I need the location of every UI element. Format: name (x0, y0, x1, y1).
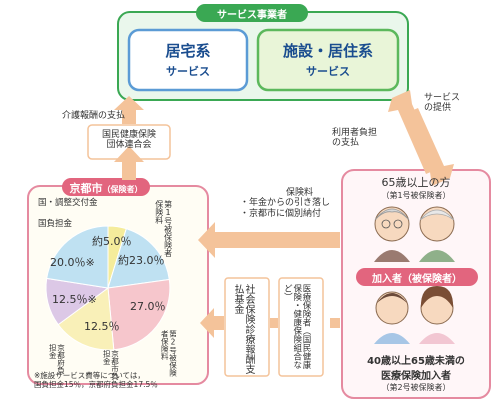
pie-label-national: 国負担金 (38, 219, 73, 229)
home-service-line2: サービス (166, 65, 210, 78)
pie-label-city: 京都市負担金 (102, 350, 120, 380)
premium-line2: ・年金からの引き落し (240, 198, 331, 209)
service-provision-label: サービス の提供 (424, 93, 460, 114)
kyoto-title: 京都市（保険者） (62, 180, 150, 196)
user-burden-line2: の支払 (332, 138, 360, 149)
pie-label-prefecture: 京都府負担金 (48, 344, 66, 374)
arrow-kyoto-to-federation (114, 146, 144, 180)
facility-service-line2: サービス (306, 65, 350, 78)
middle-age-line3: （第2号被保険者） (381, 383, 451, 392)
facility-service-box (256, 28, 400, 92)
pie-value-prefecture: 12.5％※ (52, 293, 97, 306)
pie-label-adjustment-grant: 国・調整交付金 (38, 198, 98, 208)
arrow-fund-to-kyoto (200, 308, 224, 338)
service-provision-line1: サービス (424, 93, 461, 103)
premium-line1: 保険料 (286, 188, 314, 198)
kyoto-subtitle: （保険者） (102, 185, 143, 194)
elderly-label: 65歳以上の方 （第1号被保険者） (342, 174, 490, 201)
home-service-label: 居宅系 サービス (129, 40, 247, 79)
user-burden-line1: 利用者負担 (332, 128, 378, 138)
elderly-line2: （第1号被保険者） (381, 191, 451, 200)
social-fund-box (224, 277, 270, 377)
pie-slice-national (46, 225, 109, 289)
arrow-service-provision (404, 108, 454, 186)
home-service-line1: 居宅系 (165, 42, 211, 60)
middle-age-couple-illustration (374, 286, 455, 344)
kyoto-title-text: 京都市 (69, 182, 103, 195)
middle-age-label: 40歳以上65歳未満の 医療保険加入者 （第2号被保険者） (342, 352, 490, 393)
federation-line2: 団体連合会 (106, 140, 152, 151)
pie-slice-second-insured (107, 278, 171, 351)
home-service-box (127, 28, 249, 92)
facility-service-line1: 施設・居住系 (282, 42, 373, 60)
kaigo-payment-label: 介護報酬の支払 (62, 111, 126, 121)
pie-value-adjustment-grant: 約5.0％ (92, 235, 132, 248)
pie-slice-city (57, 287, 115, 351)
arrow-members-to-insurers (330, 318, 340, 328)
service-provision-line2: の提供 (424, 103, 452, 114)
members-badge (356, 268, 478, 286)
middle-age-line1: 40歳以上65歳未満の (367, 356, 465, 367)
pie-value-national: 20.0％※ (50, 256, 95, 269)
arrow-premium (198, 222, 340, 258)
kyoto-note-line1: ※施設サービス費等については， (34, 371, 145, 380)
provider-title: サービス事業者 (217, 10, 287, 21)
members-badge-label: 加入者（被保険者） (372, 274, 462, 285)
medical-insurers-box (278, 277, 324, 377)
medical-insurers-label: 医療保険者（国民健康保険・健康保険組合など） (282, 284, 312, 369)
pie-label-first-insured: 第1号被保険者保険料 (154, 200, 173, 257)
pie-value-city: 12.5％ (84, 320, 120, 333)
kyoto-title-badge (62, 178, 150, 196)
kyoto-note: ※施設サービス費等については， 国負担金15％，京都府負担金17.5％ (34, 371, 158, 389)
premium-line3: ・京都市に個別納付 (240, 208, 322, 219)
provider-title-badge (196, 4, 308, 22)
pie-value-first-insured: 約23.0％ (118, 254, 165, 267)
user-burden-label: 利用者負担 の支払 (332, 128, 377, 149)
kyoto-note-line2: 国負担金15％，京都府負担金17.5％ (34, 379, 158, 389)
arrow-federation-to-provider (114, 96, 144, 124)
social-fund-label: 社会保険診療報酬支払基金 (232, 284, 254, 374)
funding-pie-chart (45, 225, 171, 351)
elderly-line1: 65歳以上の方 (381, 176, 451, 189)
elderly-couple-illustration (374, 206, 455, 262)
middle-age-line2: 医療保険加入者 (381, 371, 451, 382)
federation-label: 国民健康保険 団体連合会 (88, 130, 170, 151)
arrow-insurers-to-fund (270, 318, 278, 328)
premium-label: 保険料 ・年金からの引き落し ・京都市に個別納付 (240, 188, 330, 219)
facility-service-label: 施設・居住系 サービス (258, 40, 398, 79)
pie-slice-first-insured (107, 228, 170, 289)
pie-label-second-insured: 第2号被保険者保険料 (160, 330, 178, 377)
pie-value-second-insured: 27.0％ (130, 300, 166, 313)
federation-line1: 国民健康保険 (101, 130, 156, 140)
